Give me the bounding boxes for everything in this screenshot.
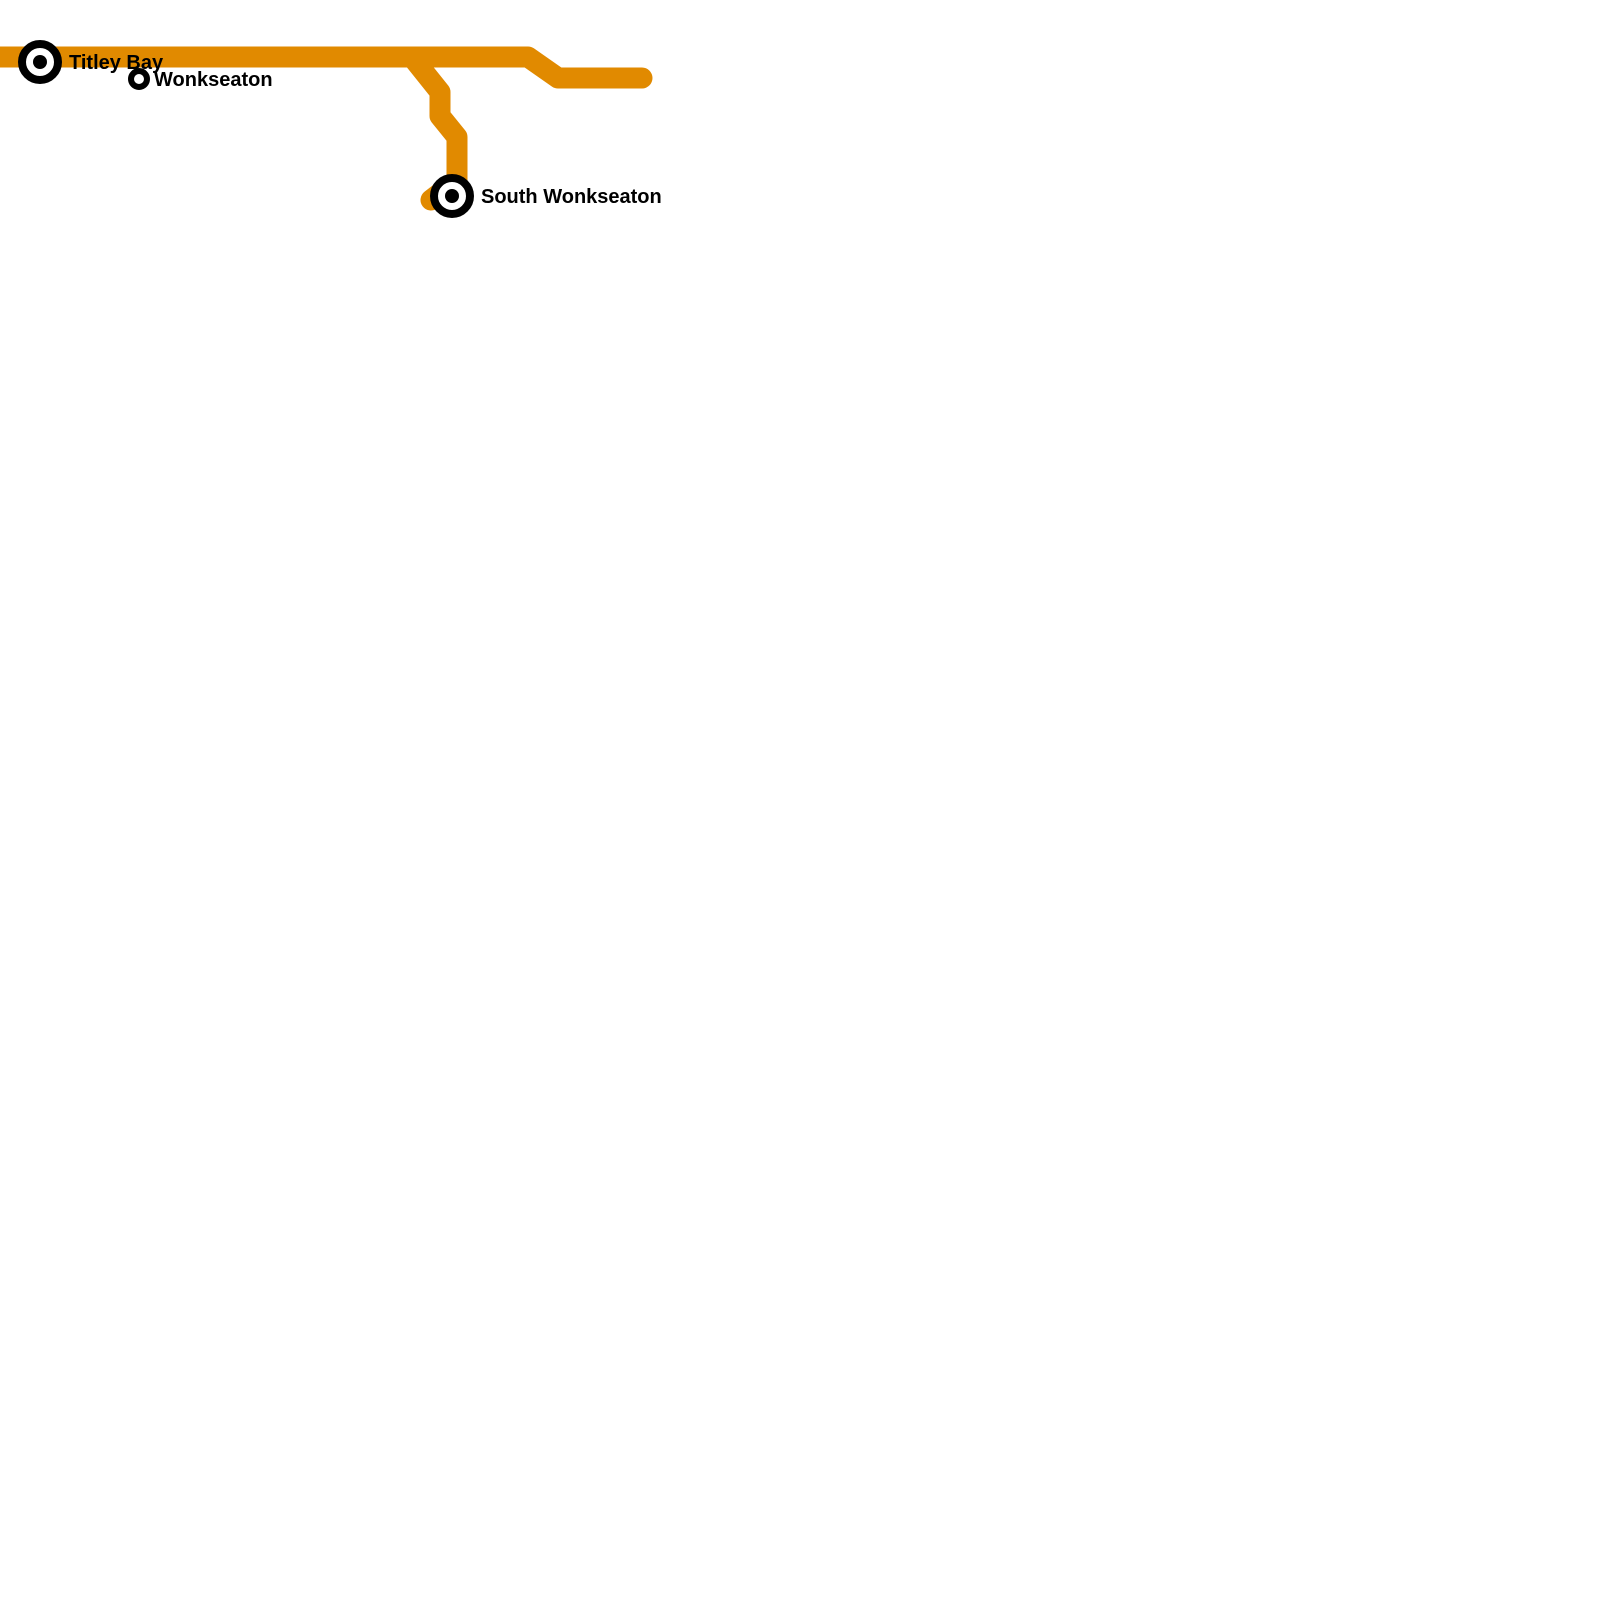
station-titley-bay[interactable]: Titley Bay [18,40,164,84]
station-label: Wonkseaton [154,69,273,91]
line-main-segment [0,46,653,89]
station-label: South Wonkseaton [481,186,662,208]
station-label: Titley Bay [69,52,164,74]
station-wonkseaton[interactable]: Wonkseaton [128,68,273,91]
orange-line [0,46,653,211]
interchange-marker-center-icon [33,55,47,69]
stop-marker-icon [128,68,150,90]
interchange-marker-center-icon [445,189,459,203]
station-south-wonkseaton[interactable]: South Wonkseaton [430,174,662,218]
